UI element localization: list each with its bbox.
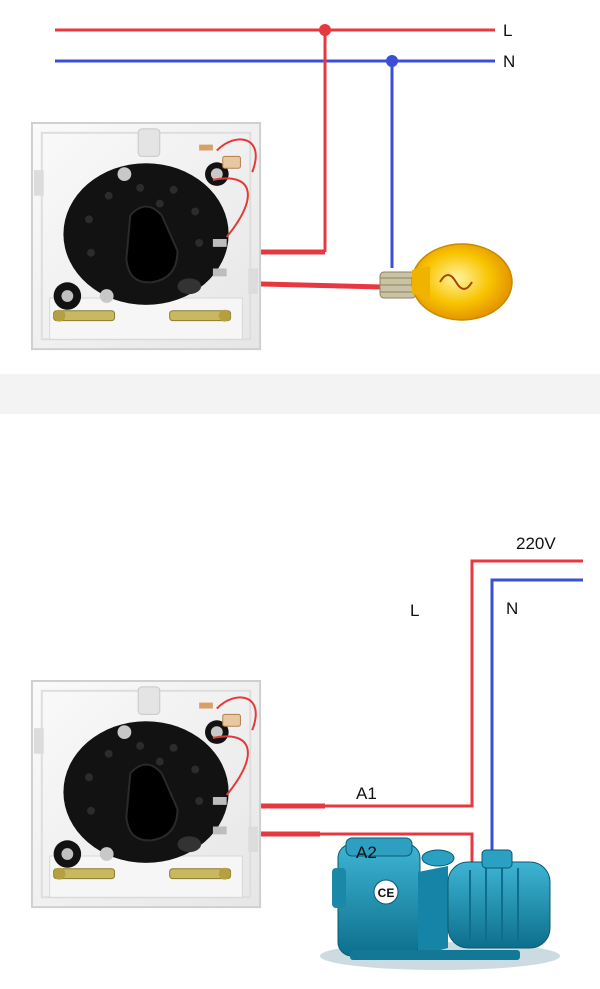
label-line: L xyxy=(410,601,419,620)
neutral-wire xyxy=(490,578,583,862)
label-a1: A1 xyxy=(356,784,377,803)
pool-pump-icon: CE xyxy=(320,837,560,970)
diagram-pump: CE 220V L N A1 A2 xyxy=(30,534,583,970)
label-a2: A2 xyxy=(356,843,377,862)
label-voltage: 220V xyxy=(516,534,556,553)
section-divider xyxy=(0,374,600,414)
diagram-lighting: L N xyxy=(30,21,515,351)
ce-mark: CE xyxy=(378,886,395,900)
label-neutral: N xyxy=(506,599,518,618)
label-line: L xyxy=(503,21,512,40)
timer-switch-icon xyxy=(30,679,262,909)
label-neutral: N xyxy=(503,52,515,71)
pump-feed-wire xyxy=(320,832,474,862)
light-bulb-icon xyxy=(379,243,513,321)
line-wire xyxy=(325,559,583,808)
timer-switch-icon xyxy=(30,121,262,351)
